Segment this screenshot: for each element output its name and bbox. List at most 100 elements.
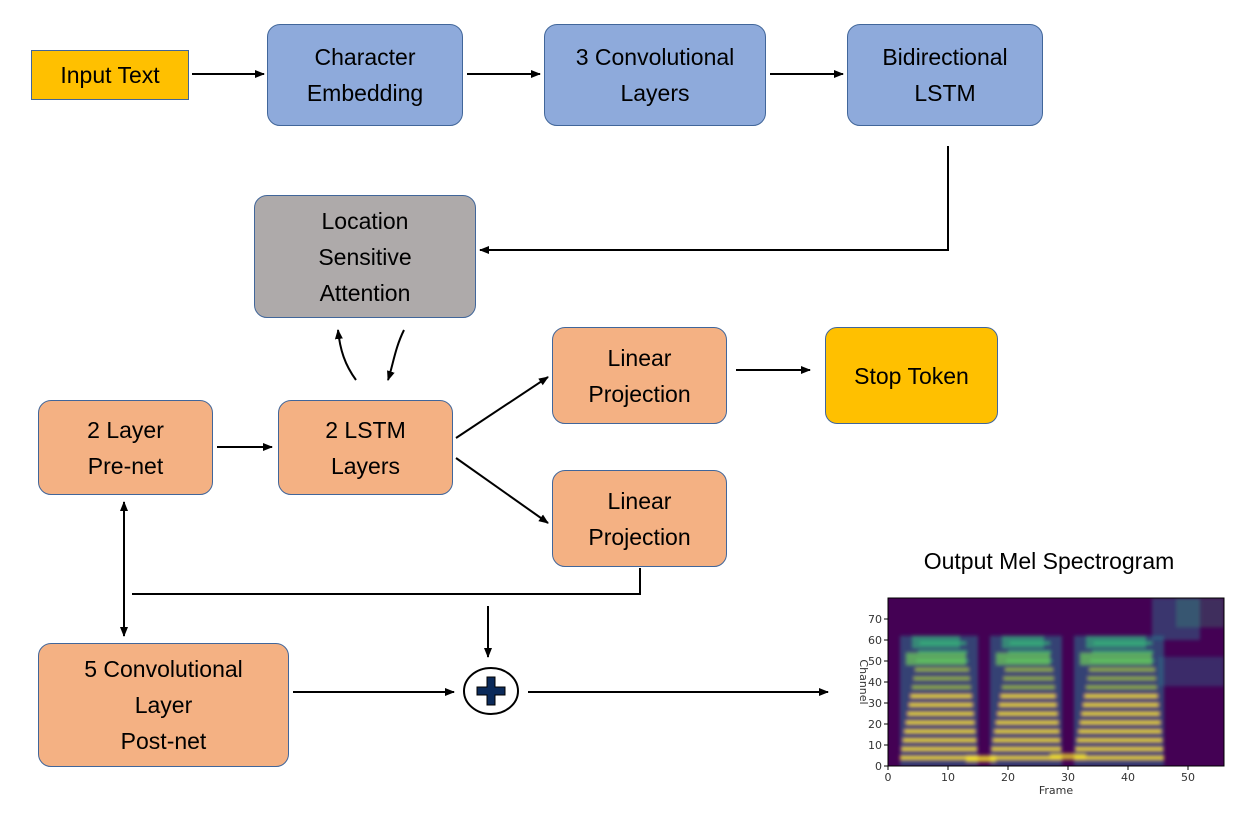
spectrogram-cell	[903, 738, 977, 743]
spectrogram-cell	[1077, 738, 1163, 743]
spectrogram-cell	[966, 755, 996, 762]
node-input-text: Input Text	[31, 50, 189, 100]
x-tick-label: 0	[885, 771, 892, 784]
x-tick-label: 50	[1181, 771, 1195, 784]
spectrogram-cell	[1075, 747, 1164, 751]
x-tick-label: 10	[941, 771, 955, 784]
node-label-line: Location	[321, 207, 409, 234]
x-tick-label: 20	[1001, 771, 1015, 784]
connector-linproj-bottom-feedback	[132, 568, 641, 595]
spectrogram-cell	[918, 650, 968, 654]
node-label-line: Bidirectional	[882, 44, 1008, 70]
spectrogram-cell	[1158, 656, 1224, 687]
arrow-lstm-to-attention	[334, 329, 357, 381]
spectrogram-cell	[900, 755, 978, 760]
node-label-line: Input Text	[60, 62, 160, 88]
node-label-line: 3 Convolutional	[575, 44, 735, 70]
spectrogram-cell	[901, 747, 978, 751]
spectrogram-cell	[996, 720, 1059, 725]
arrow-attention-to-lstm	[387, 329, 405, 381]
spectrogram-cell	[1086, 685, 1157, 690]
node-label-line: 2 Layer	[87, 416, 164, 443]
spectrogram-xlabel: Frame	[1039, 784, 1074, 797]
spectrogram-cell	[993, 738, 1061, 743]
y-tick-label: 0	[875, 760, 882, 773]
node-label-line: Post-net	[120, 728, 207, 754]
spectrogram-ylabel: Channel	[857, 659, 870, 704]
spectrogram-cell	[1081, 711, 1160, 716]
spectrogram-cell	[906, 720, 975, 725]
spectrogram-cell	[1000, 694, 1056, 698]
spectrogram-cell	[1005, 667, 1053, 672]
arrow-lstm-to-linproj-top	[455, 376, 549, 439]
spectrogram-cell	[915, 667, 969, 672]
spectrogram-cell	[1084, 694, 1158, 698]
spectrogram-cell	[1074, 755, 1164, 760]
spectrogram-cell	[1083, 703, 1159, 707]
spectrogram-cell	[1092, 650, 1154, 654]
spectrogram-cell	[1078, 729, 1162, 734]
spectrogram-cell	[1089, 667, 1155, 672]
node-label-line: Sensitive	[318, 243, 412, 270]
node-lstm-layers: 2 LSTM Layers	[278, 400, 453, 495]
spectrogram-cell	[904, 729, 976, 734]
y-tick-label: 70	[868, 613, 882, 626]
y-tick-label: 30	[868, 697, 882, 710]
spectrogram-cell	[912, 685, 971, 690]
spectrogram-cell	[1002, 635, 1044, 649]
sum-node-plus-icon	[463, 667, 519, 715]
spectrogram-cell	[1080, 652, 1152, 666]
spectrogram-cell	[913, 676, 970, 681]
spectrogram-cell	[912, 635, 960, 649]
node-label-line: LSTM	[914, 80, 976, 106]
spectrogram-cell	[1087, 676, 1156, 681]
spectrogram-title: Output Mel Spectrogram	[923, 548, 1175, 574]
node-label-line: 2 LSTM	[325, 416, 406, 443]
arrow-lstm-to-linproj-bottom	[455, 457, 549, 524]
x-tick-label: 40	[1121, 771, 1135, 784]
node-label-line: Linear	[607, 487, 672, 514]
node-label-line: Linear	[607, 344, 672, 371]
spectrogram-cell	[994, 729, 1060, 734]
node-label-line: Layers	[620, 80, 690, 106]
spectrogram-cell	[1176, 598, 1224, 628]
node-label-line: Stop Token	[854, 362, 969, 389]
y-tick-label: 10	[868, 739, 882, 752]
spectrogram-cell	[1008, 650, 1052, 654]
spectrogram-cell	[1002, 685, 1055, 690]
spectrogram-cell	[1086, 635, 1146, 649]
spectrogram-cell	[999, 703, 1057, 707]
spectrogram-cell	[906, 652, 966, 666]
node-label-line: Layer	[134, 692, 193, 718]
node-label-line: Character	[314, 44, 416, 70]
spectrogram-cell	[910, 694, 972, 698]
y-tick-label: 60	[868, 634, 882, 647]
spectrogram-cell	[997, 711, 1058, 716]
spectrogram-cell	[996, 652, 1050, 666]
y-tick-label: 20	[868, 718, 882, 731]
spectrogram-cell	[909, 703, 973, 707]
node-label-line: Projection	[588, 523, 691, 550]
spectrogram-cell	[991, 747, 1062, 751]
node-label-line: 5 Convolutional	[84, 656, 243, 682]
node-label-line: Layers	[330, 452, 401, 479]
spectrogram-cell	[1080, 720, 1161, 725]
node-label-line: Projection	[588, 380, 691, 407]
node-label-line: Attention	[319, 279, 411, 306]
y-tick-label: 50	[868, 655, 882, 668]
spectrogram-cell	[1003, 676, 1054, 681]
spectrogram-cell	[907, 711, 974, 716]
x-tick-label: 30	[1061, 771, 1075, 784]
spectrogram-cell	[1050, 753, 1086, 760]
